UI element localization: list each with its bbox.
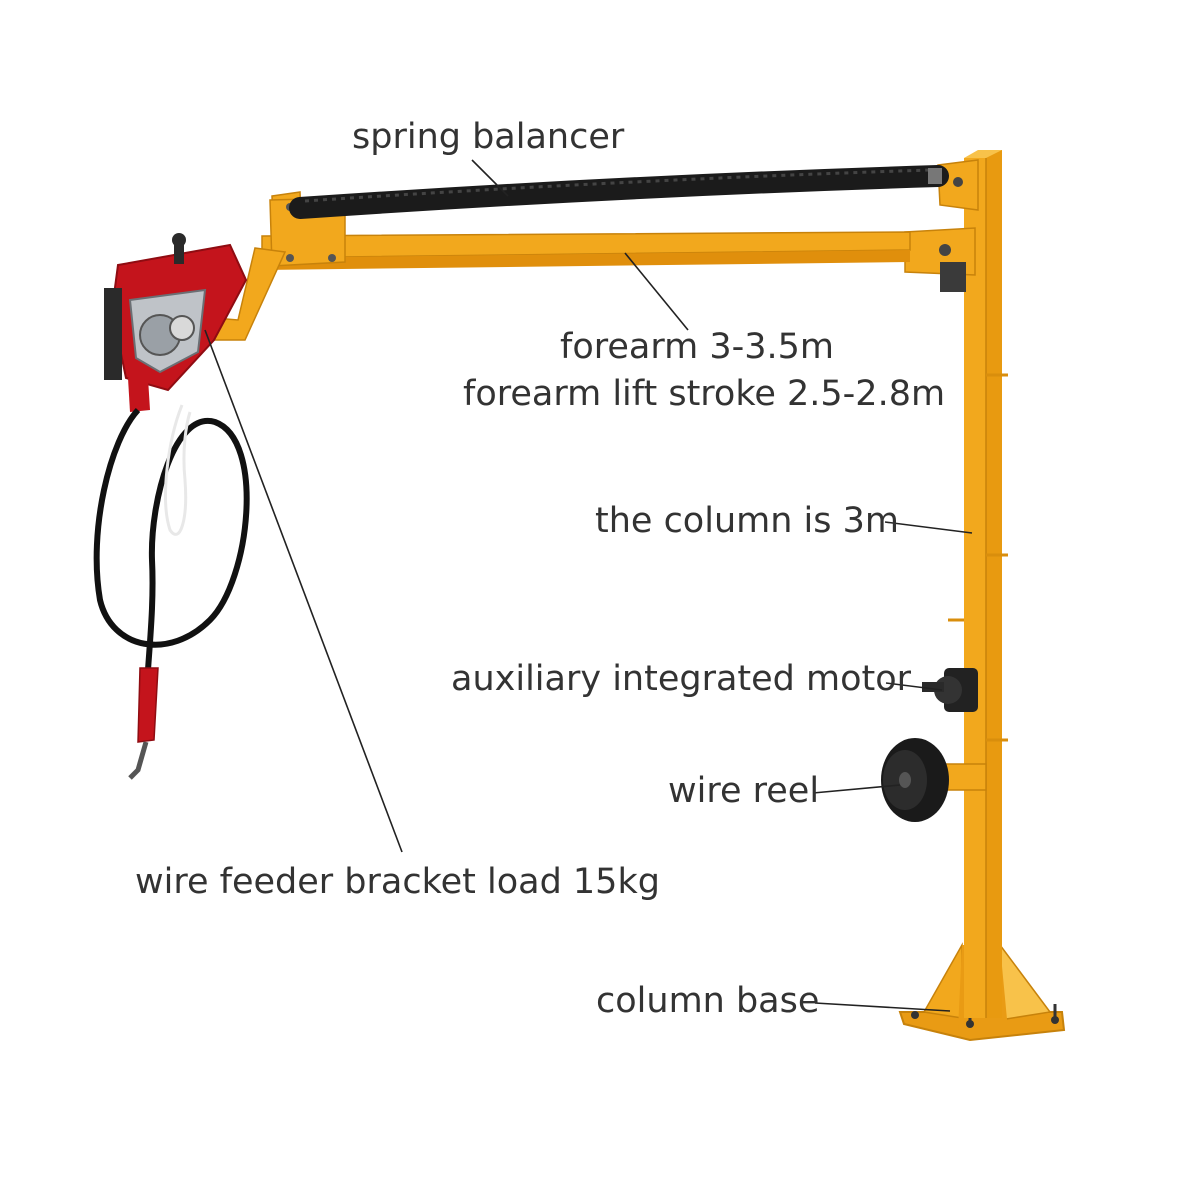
leader-motor	[885, 682, 943, 691]
feeder-side-panel	[104, 288, 122, 380]
leader-lines	[204, 159, 973, 1012]
pivot-bolt	[939, 244, 951, 256]
feeder-drive-roll	[169, 315, 195, 341]
base-gusset-right	[999, 942, 1052, 1021]
feeder-knob-stem	[174, 242, 184, 264]
forearm-beam-underside	[262, 250, 910, 270]
rear-bolt	[328, 254, 336, 262]
label-column: the column is 3m	[595, 501, 899, 541]
leader-wire-reel	[812, 784, 901, 794]
rear-bolt	[286, 254, 294, 262]
label-bracket-load: wire feeder bracket load 15kg	[135, 862, 660, 902]
leader-bracket-load	[204, 329, 403, 853]
gas-hose	[164, 404, 192, 536]
column-face	[964, 158, 986, 1018]
label-motor: auxiliary integrated motor	[451, 659, 912, 699]
column-top	[964, 150, 1002, 158]
base-gusset-left	[922, 942, 963, 1019]
pivot-clamp	[940, 262, 966, 292]
label-forearm-lift: forearm lift stroke 2.5-2.8m	[463, 374, 945, 414]
label-forearm-length: forearm 3-3.5m	[560, 327, 834, 367]
leader-forearm	[624, 252, 689, 331]
column	[948, 150, 1008, 1018]
torch-neck	[128, 741, 149, 780]
torch-handle	[137, 667, 159, 743]
label-wire-reel: wire reel	[668, 771, 819, 811]
balancer-end-fitting	[928, 168, 942, 184]
torch-connector	[128, 378, 150, 412]
wire-feeder	[104, 233, 248, 412]
column-side	[986, 150, 1002, 1018]
leader-column-base	[814, 1002, 951, 1012]
auxiliary-motor	[922, 668, 978, 712]
label-spring-balancer: spring balancer	[352, 117, 625, 157]
motor-handle	[922, 682, 944, 692]
anchor-bolt	[911, 1011, 919, 1019]
balancer-bellows	[289, 165, 949, 219]
label-column-base: column base	[596, 981, 819, 1021]
torch-hose	[93, 407, 250, 671]
forearm	[213, 191, 911, 341]
torch-cable	[93, 404, 250, 780]
leader-spring-balancer	[471, 159, 509, 197]
wire-reel-assembly	[881, 738, 987, 822]
pivot-bolt	[953, 177, 963, 187]
labels: spring balancer forearm 3-3.5m forearm l…	[135, 117, 945, 1021]
reel-hub	[899, 772, 911, 788]
spring-balancer	[289, 165, 949, 219]
feeder-knob	[172, 233, 186, 247]
leader-column	[884, 521, 973, 534]
